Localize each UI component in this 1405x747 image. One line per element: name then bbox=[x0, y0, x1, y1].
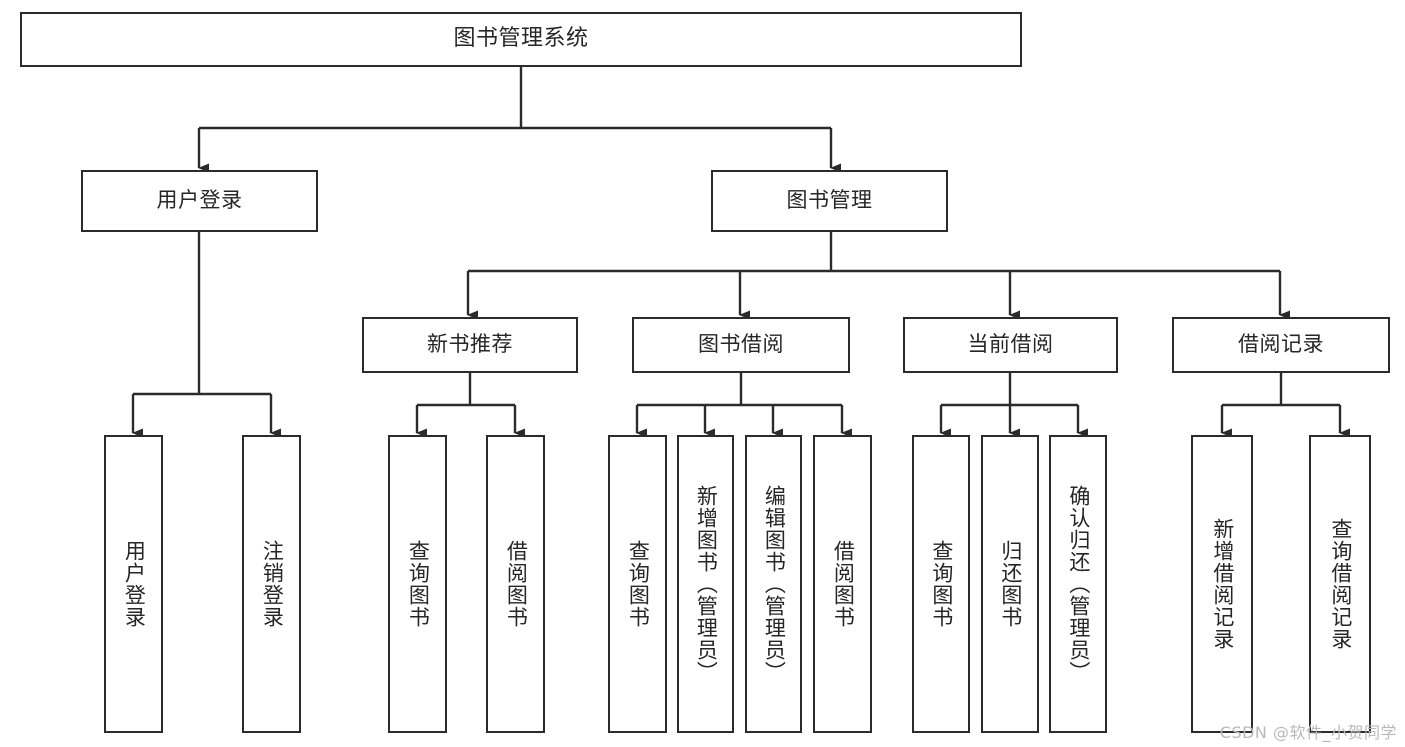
watermark-text: CSDN @软件_小贺同学 bbox=[1219, 723, 1397, 742]
node-label: 新书推荐 bbox=[427, 332, 513, 357]
node-user-login[interactable]: 用户登录 bbox=[81, 170, 318, 232]
node-leaf-query-book-recommend[interactable]: 查询图书 bbox=[388, 435, 447, 733]
node-label: 图书管理系统 bbox=[453, 26, 589, 52]
node-label: 查询图书 bbox=[406, 540, 431, 628]
node-book-manage[interactable]: 图书管理 bbox=[711, 170, 948, 232]
node-current-borrow[interactable]: 当前借阅 bbox=[903, 317, 1118, 373]
node-leaf-add-borrow-record[interactable]: 新增借阅记录 bbox=[1191, 435, 1253, 733]
node-label: 查询借阅记录 bbox=[1328, 518, 1353, 650]
node-leaf-query-book-borrow[interactable]: 查询图书 bbox=[608, 435, 667, 733]
node-label: 新增图书（管理员） bbox=[694, 485, 719, 683]
node-label: 借阅记录 bbox=[1238, 332, 1324, 357]
node-label: 编辑图书（管理员） bbox=[762, 485, 787, 683]
node-borrow-record[interactable]: 借阅记录 bbox=[1172, 317, 1390, 373]
node-leaf-edit-book-admin[interactable]: 编辑图书（管理员） bbox=[745, 435, 802, 733]
node-label: 借阅图书 bbox=[831, 540, 856, 628]
node-leaf-query-borrow-record[interactable]: 查询借阅记录 bbox=[1309, 435, 1371, 733]
node-leaf-return-book[interactable]: 归还图书 bbox=[981, 435, 1039, 733]
node-leaf-borrow-book[interactable]: 借阅图书 bbox=[813, 435, 872, 733]
node-label: 用户登录 bbox=[156, 188, 243, 213]
node-label: 查询图书 bbox=[929, 540, 954, 628]
node-leaf-logout[interactable]: 注销登录 bbox=[242, 435, 301, 733]
node-leaf-user-login[interactable]: 用户登录 bbox=[104, 435, 163, 733]
node-label: 确认归还（管理员） bbox=[1066, 485, 1091, 683]
node-leaf-query-book-current[interactable]: 查询图书 bbox=[912, 435, 970, 733]
node-label: 用户登录 bbox=[122, 540, 147, 628]
node-label: 图书管理 bbox=[786, 188, 873, 213]
node-label: 当前借阅 bbox=[967, 332, 1054, 357]
node-new-book-recommend[interactable]: 新书推荐 bbox=[362, 317, 578, 373]
node-leaf-add-book-admin[interactable]: 新增图书（管理员） bbox=[677, 435, 734, 733]
node-leaf-borrow-book-recommend[interactable]: 借阅图书 bbox=[486, 435, 545, 733]
node-leaf-confirm-return-admin[interactable]: 确认归还（管理员） bbox=[1049, 435, 1107, 733]
node-label: 归还图书 bbox=[998, 540, 1023, 628]
node-label: 新增借阅记录 bbox=[1210, 518, 1235, 650]
node-label: 查询图书 bbox=[626, 540, 651, 628]
node-label: 注销登录 bbox=[260, 540, 285, 628]
node-book-borrow[interactable]: 图书借阅 bbox=[632, 317, 850, 373]
node-root-system[interactable]: 图书管理系统 bbox=[20, 12, 1022, 67]
node-label: 图书借阅 bbox=[698, 332, 784, 357]
node-label: 借阅图书 bbox=[504, 540, 529, 628]
